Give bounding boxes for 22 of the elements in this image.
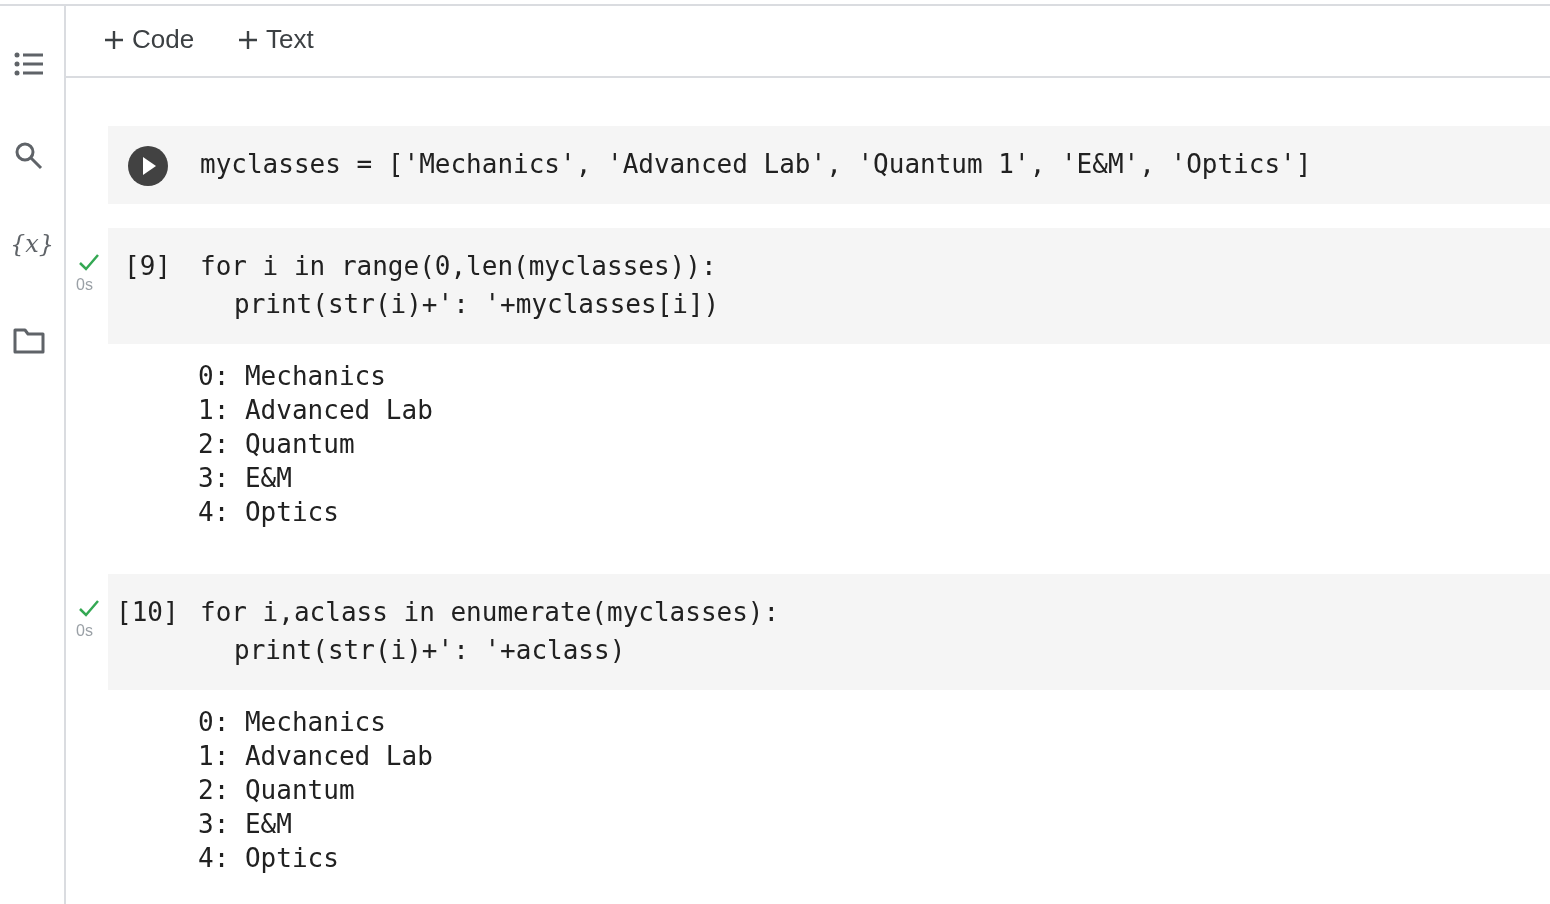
- output-line: 3: E&M: [198, 808, 292, 841]
- code-line: for i,aclass in enumerate(myclasses):: [200, 596, 780, 629]
- execution-count: [10]: [116, 596, 179, 629]
- output-line: 0: Mechanics: [198, 360, 386, 393]
- output-line: 2: Quantum: [198, 774, 355, 807]
- run-duration: 0s: [76, 276, 93, 294]
- add-text-button: Text: [234, 22, 318, 57]
- output-line: 3: E&M: [198, 462, 292, 495]
- output-line: 4: Optics: [198, 842, 339, 875]
- output-line: 0: Mechanics: [198, 706, 386, 739]
- code-line: myclasses = ['Mechanics', 'Advanced Lab', 'Quantum 1', 'E&M', 'Optics']: [200, 148, 1312, 181]
- execution-count: [9]: [124, 250, 171, 283]
- output-line: 1: Advanced Lab: [198, 394, 433, 427]
- code-line: for i in range(0,len(myclasses)):: [200, 250, 717, 283]
- code-line: print(str(i)+': '+myclasses[i]): [234, 288, 720, 321]
- output-line: 1: Advanced Lab: [198, 740, 433, 773]
- variables-label: {x}: [10, 230, 55, 258]
- output-line: 2: Quantum: [198, 428, 355, 461]
- add-code-button: Code: [100, 22, 199, 57]
- run-duration: 0s: [76, 622, 93, 640]
- output-line: 4: Optics: [198, 496, 339, 529]
- code-line: print(str(i)+': '+aclass): [234, 634, 626, 667]
